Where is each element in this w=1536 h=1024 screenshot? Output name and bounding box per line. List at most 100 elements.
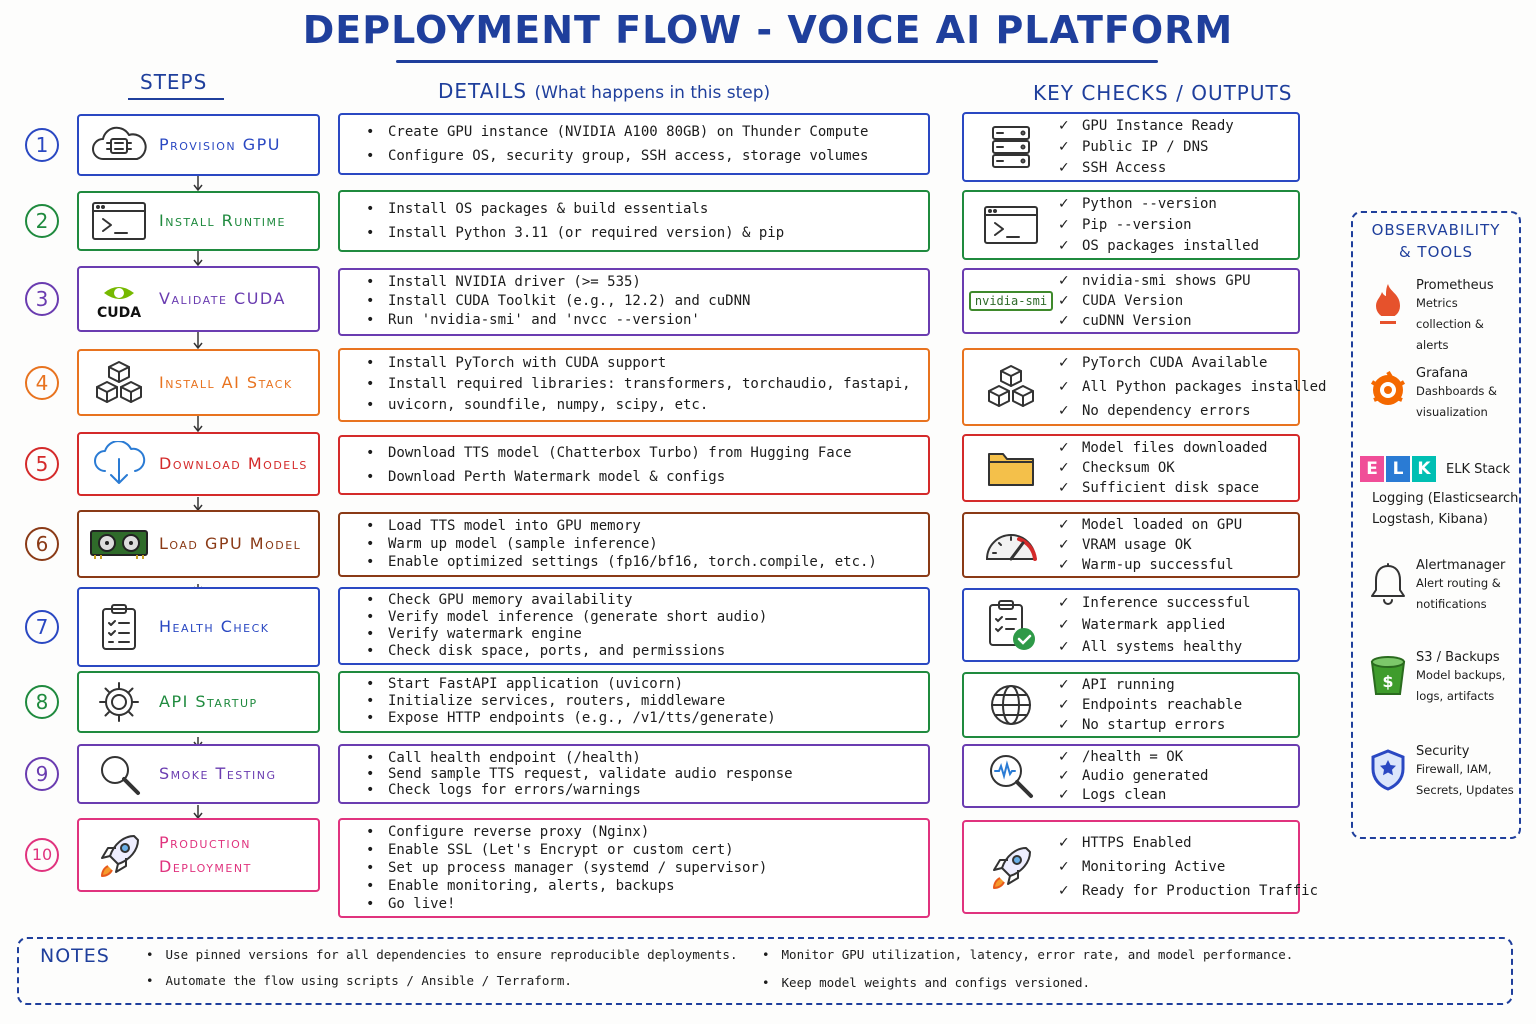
step-number: 5 [25,447,59,481]
checks-card: ✓PyTorch CUDA Available✓All Python packa… [962,348,1326,426]
check-mark-icon: ✓ [1058,617,1070,633]
details-card: Install OS packages & build essentialsIn… [338,190,930,252]
check-text: CUDA Version [1082,293,1184,309]
detail-item: Start FastAPI application (uvicorn) [366,676,928,693]
check-text: Sufficient disk space [1082,480,1260,496]
check-item: ✓Monitoring Active [1058,855,1318,879]
elk-letter: K [1412,456,1436,482]
checks-list: ✓Python --version✓Pip --version✓OS packa… [1058,194,1259,257]
check-item: ✓cuDNN Version [1058,311,1251,331]
title-underline [396,60,1158,63]
shield-icon [1360,748,1416,792]
note-item: Use pinned versions for all dependencies… [146,947,738,962]
check-text: Checksum OK [1082,460,1175,476]
tool-desc: Logging (Elasticsearch Logstash, Kibana) [1372,491,1519,527]
check-item: ✓Checksum OK [1058,458,1267,478]
check-mark-icon: ✓ [1058,717,1070,733]
check-mark-icon: ✓ [1058,159,1070,176]
check-mark-icon: ✓ [1058,355,1070,371]
check-text: VRAM usage OK [1082,537,1192,553]
check-mark-icon: ✓ [1058,786,1070,803]
check-text: Inference successful [1082,595,1251,611]
step-label: API Startup [159,692,258,711]
note-item: Automate the flow using scripts / Ansibl… [146,973,572,988]
rocket-icon [79,830,159,880]
check-item: ✓Model loaded on GPU [1058,515,1242,535]
step-label: Install AI Stack [159,372,293,392]
details-list: Install OS packages & build essentialsIn… [366,197,928,245]
detail-item: Verify watermark engine [366,626,928,643]
server-rack-icon [964,123,1058,171]
tool-name: S3 / Backups [1416,650,1500,665]
terminal-icon [79,201,159,241]
tool-desc: Metrics collection & alerts [1416,296,1484,352]
check-item: ✓ Watermark applied [1058,614,1251,636]
check-item: ✓OS packages installed [1058,236,1259,257]
checks-list: ✓API running✓Endpoints reachable✓No star… [1058,675,1242,735]
check-text: /health = OK [1082,748,1184,765]
folder-icon [964,448,1058,488]
checks-card: ✓Python --version✓Pip --version✓OS packa… [962,190,1300,260]
check-mark-icon: ✓ [1058,237,1070,254]
detail-item: Install OS packages & build essentials [366,197,928,221]
check-item: ✓Logs clean [1058,786,1208,805]
detail-item: Send sample TTS request, validate audio … [366,766,928,782]
globe-icon [964,682,1058,728]
grafana-icon [1360,370,1416,410]
check-text: All systems healthy [1082,639,1243,655]
tool-name: Alertmanager [1416,558,1506,573]
check-mark-icon: ✓ [1058,883,1070,899]
detail-item: Install required libraries: transformers… [366,374,928,395]
check-item: ✓Endpoints reachable [1058,695,1242,715]
check-text: Pip --version [1082,216,1192,233]
check-text: cuDNN Version [1082,313,1192,329]
check-mark-icon: ✓ [1058,557,1070,573]
details-card: Install PyTorch with CUDA supportInstall… [338,348,930,422]
detail-item: Check logs for errors/warnings [366,782,928,798]
checks-card: ✓HTTPS Enabled✓Monitoring Active✓Ready f… [962,820,1318,914]
prometheus-flame-icon [1360,282,1416,326]
elk-letter: L [1386,456,1410,482]
detail-item: Create GPU instance (NVIDIA A100 80GB) o… [366,120,928,144]
check-text: nvidia-smi shows GPU [1082,273,1251,289]
checks-card: ✓API running✓Endpoints reachable✓No star… [962,672,1300,738]
details-card: Install NVIDIA driver (>= 535)Install CU… [338,268,930,336]
check-text: All Python packages installed [1082,379,1327,395]
detail-item: Install NVIDIA driver (>= 535) [366,273,928,292]
check-mark-icon: ✓ [1058,697,1070,713]
details-card: Start FastAPI application (uvicorn)Initi… [338,671,930,733]
checks-card: ✓ Inference successful ✓ Watermark applied✓… [962,588,1300,662]
details-card: Call health endpoint (/health)Send sampl… [338,744,930,804]
step-card: Download Models [77,432,320,496]
details-list: Load TTS model into GPU memoryWarm up mo… [366,517,928,571]
check-item: ✓ VRAM usage OK [1058,535,1242,555]
check-text: Model loaded on GPU [1082,517,1243,533]
detail-item: Initialize services, routers, middleware [366,693,928,710]
tool-name: Grafana [1416,366,1469,381]
check-mark-icon: ✓ [1058,293,1070,309]
check-mark-icon: ✓ [1058,537,1070,553]
cubes-icon [79,358,159,408]
check-item: ✓nvidia-smi shows GPU [1058,271,1251,291]
check-mark-icon: ✓ [1058,639,1070,655]
detail-item: Check disk space, ports, and permissions [366,643,928,660]
check-item: ✓API running [1058,675,1242,695]
note-item: Keep model weights and configs versioned… [762,975,1091,990]
detail-item: Enable monitoring, alerts, backups [366,877,928,895]
checks-list: ✓Model files downloaded✓Checksum OK✓Suff… [1058,438,1267,498]
magnifier-icon [79,752,159,796]
check-text: Watermark applied [1082,617,1226,633]
check-mark-icon: ✓ [1058,379,1070,395]
detail-item: Set up process manager (systemd / superv… [366,859,928,877]
page-title: DEPLOYMENT FLOW - VOICE AI PLATFORM [302,8,1234,52]
details-list: Install NVIDIA driver (>= 535)Install CU… [366,273,928,330]
nvidia-smi-badge-text: nvidia-smi [968,291,1054,311]
check-text: Audio generated [1082,767,1209,784]
steps-header: STEPS [140,70,208,94]
